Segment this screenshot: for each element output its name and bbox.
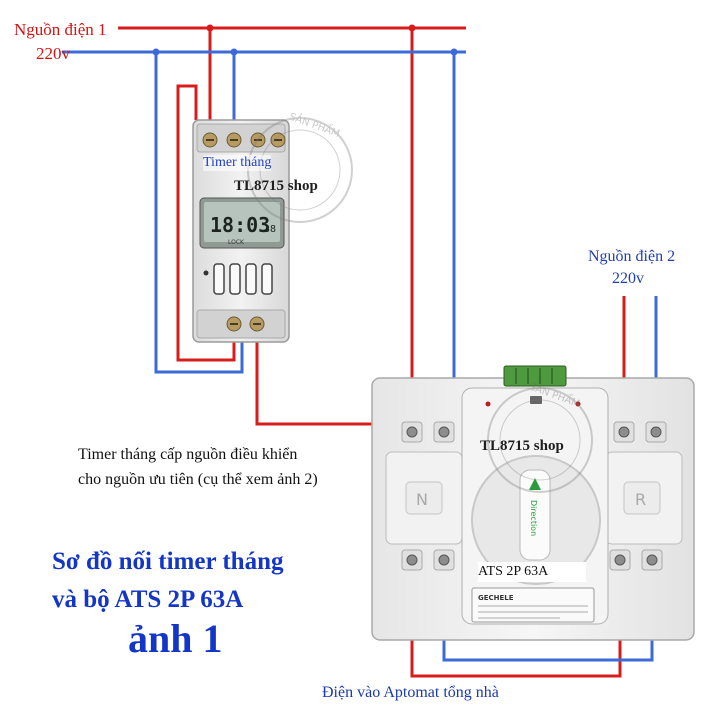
diagram-title-line3: ảnh 1	[128, 616, 223, 661]
ats-model-label: ATS 2P 63A	[478, 562, 586, 583]
ats-nameplate: GECHELE	[471, 587, 595, 623]
source1-voltage: 220v	[36, 44, 70, 63]
timer-display-mode: LOCK	[228, 239, 245, 246]
wire-junctions	[152, 24, 458, 56]
source1-neutral-wire	[62, 50, 466, 430]
timer-shop-label: TL8715 shop	[234, 178, 318, 194]
timer-control-neutral-wire	[154, 52, 244, 374]
description-line1: Timer tháng cấp nguồn điều khiển	[78, 446, 298, 463]
source2-voltage: 220v	[612, 270, 644, 287]
ats-control-terminal-block	[503, 365, 567, 387]
ats-rotary-knob: Direction	[471, 455, 601, 585]
timer-control-live-wire	[176, 84, 420, 426]
ats-brand: GECHELE	[478, 594, 514, 602]
source1-title: Nguồn điện 1	[14, 20, 107, 39]
ats-knob-label: Direction	[529, 500, 538, 536]
timer-input-terminals	[202, 132, 286, 148]
watermark-text-timer: SẢN PHẨM	[288, 109, 342, 140]
timer-output-terminals	[196, 309, 286, 339]
ats-shop-label: TL8715 shop	[480, 438, 564, 454]
ats-n-letter: N	[416, 490, 428, 509]
timer-buttons	[203, 263, 273, 295]
timer-display-seconds: 38	[264, 224, 276, 235]
description-line2: cho nguồn ưu tiên (cụ thể xem ảnh 2)	[78, 471, 318, 488]
monthly-timer-device: 18:03 38 LOCK	[192, 119, 290, 343]
ats-device: N R Direction GECHELE	[371, 365, 695, 641]
timer-label: Timer tháng	[203, 155, 272, 172]
output-label: Điện vào Aptomat tổng nhà	[322, 684, 499, 701]
diagram-title-line1: Sơ đồ nối timer tháng	[52, 548, 284, 575]
source2-title: Nguồn điện 2	[588, 248, 676, 265]
source1-live-wire	[118, 26, 466, 430]
ats-output-terminals	[401, 549, 663, 571]
diagram-title-line2: và bộ ATS 2P 63A	[52, 586, 244, 613]
ats-r-letter: R	[635, 490, 646, 509]
timer-display-time: 18:03	[210, 213, 270, 237]
ats-input-terminals	[401, 421, 667, 443]
